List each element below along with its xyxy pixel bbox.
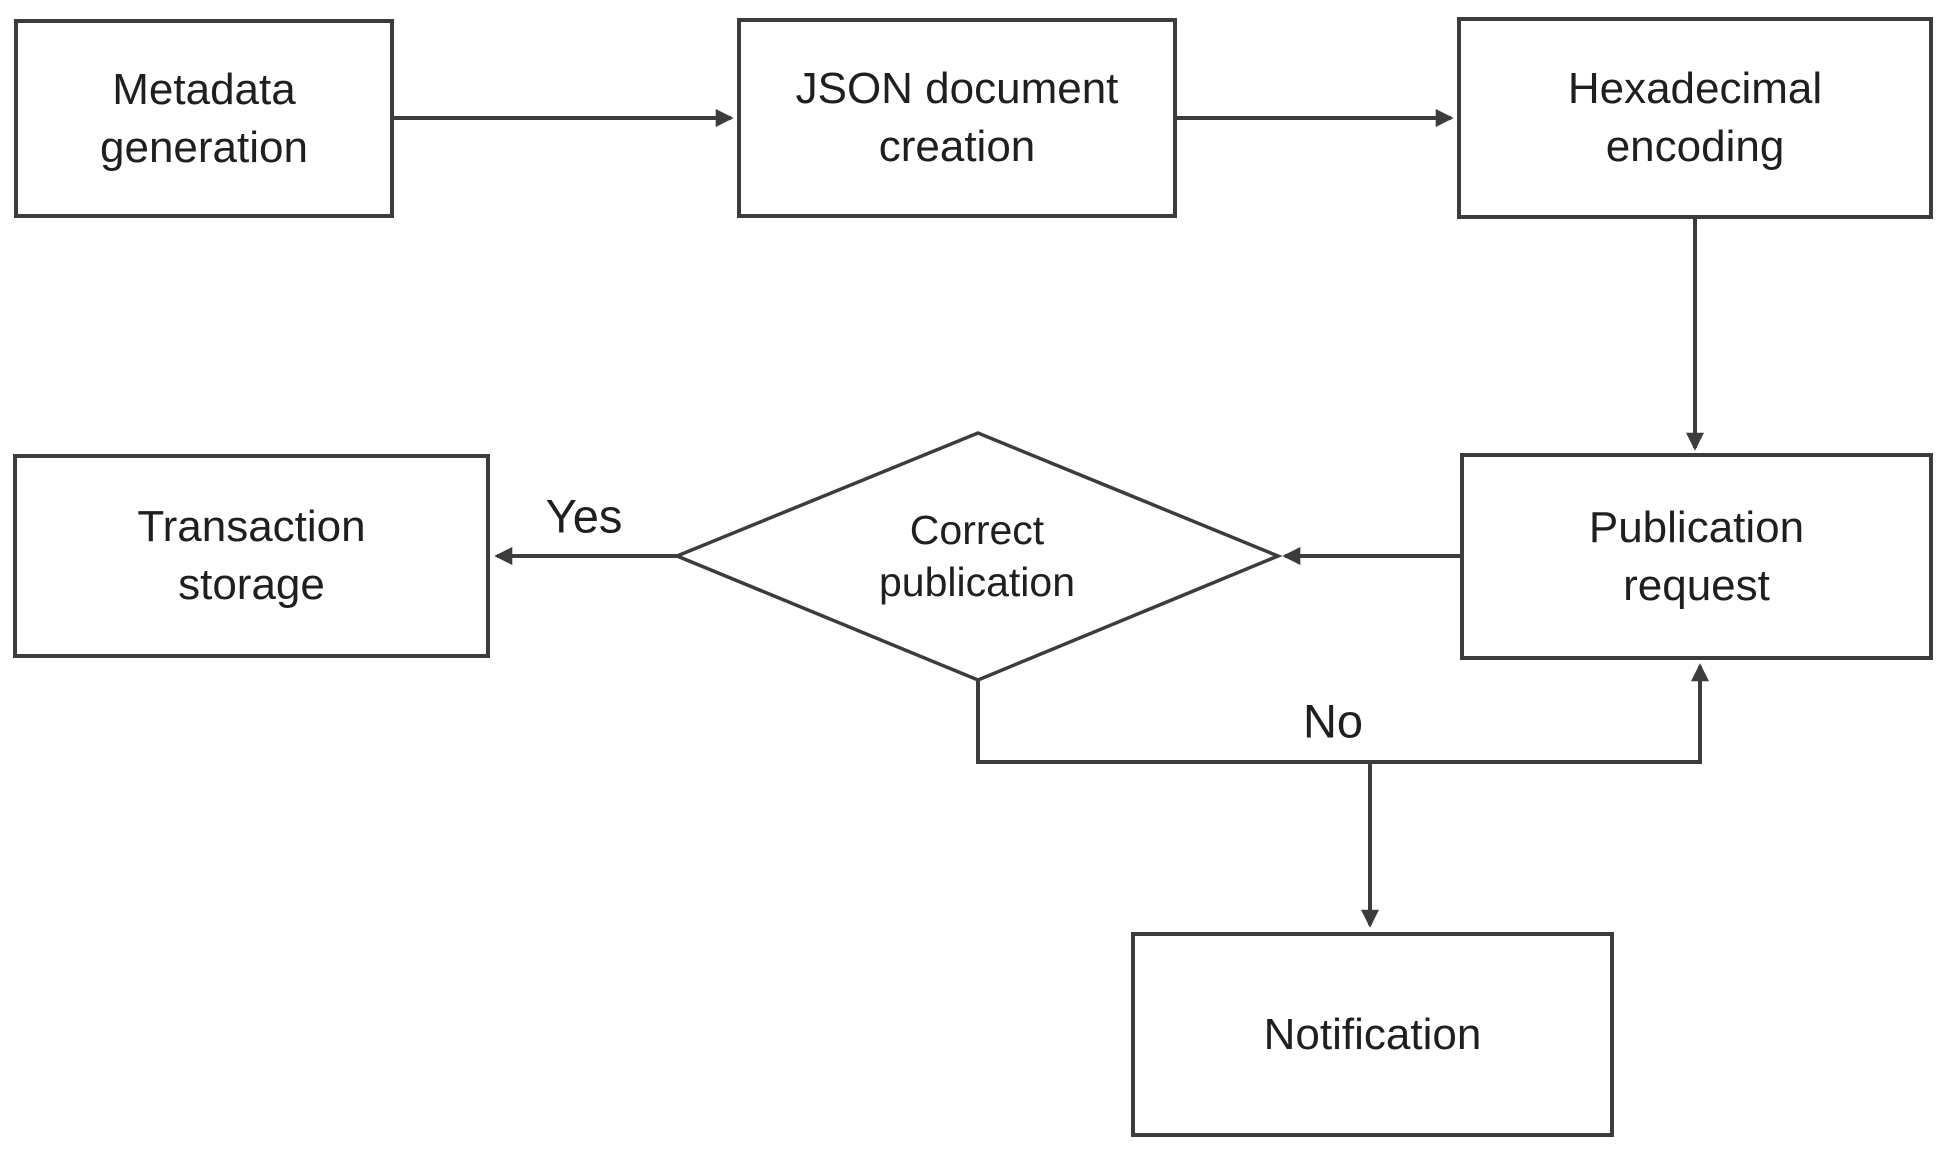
node-label-line: generation <box>100 122 308 172</box>
node-label-line: Metadata <box>112 64 296 114</box>
decision-correct-publication-label: Correct publication <box>879 504 1075 608</box>
node-label-line: storage <box>178 560 325 609</box>
node-label-line: JSON document <box>795 64 1119 113</box>
edge-label-no: No <box>1302 694 1364 748</box>
node-label-line: Publication <box>1588 502 1805 552</box>
node-label-line: Correct <box>909 507 1045 553</box>
node-label-line: Notification <box>1263 1009 1482 1059</box>
edge-label-yes: Yes <box>545 489 623 543</box>
node-label-line: encoding <box>1605 122 1785 171</box>
decision-correct-publication-shape <box>672 431 1283 682</box>
node-label-line: publication <box>878 559 1076 605</box>
node-notification: Notification <box>1131 932 1614 1137</box>
node-label-line: creation <box>878 122 1036 171</box>
node-publication-request: Publication request <box>1460 453 1933 660</box>
node-json-document-creation: JSON document creation <box>737 18 1177 218</box>
edge-decision-no-to-publication <box>976 663 1709 764</box>
node-label-line: Transaction <box>137 502 366 551</box>
node-transaction-storage: Transaction storage <box>13 454 490 658</box>
node-hexadecimal-encoding: Hexadecimal encoding <box>1457 17 1933 219</box>
node-label-line: Hexadecimal <box>1567 64 1823 113</box>
node-label-line: request <box>1623 560 1770 610</box>
node-metadata-generation: Metadata generation <box>14 19 394 218</box>
